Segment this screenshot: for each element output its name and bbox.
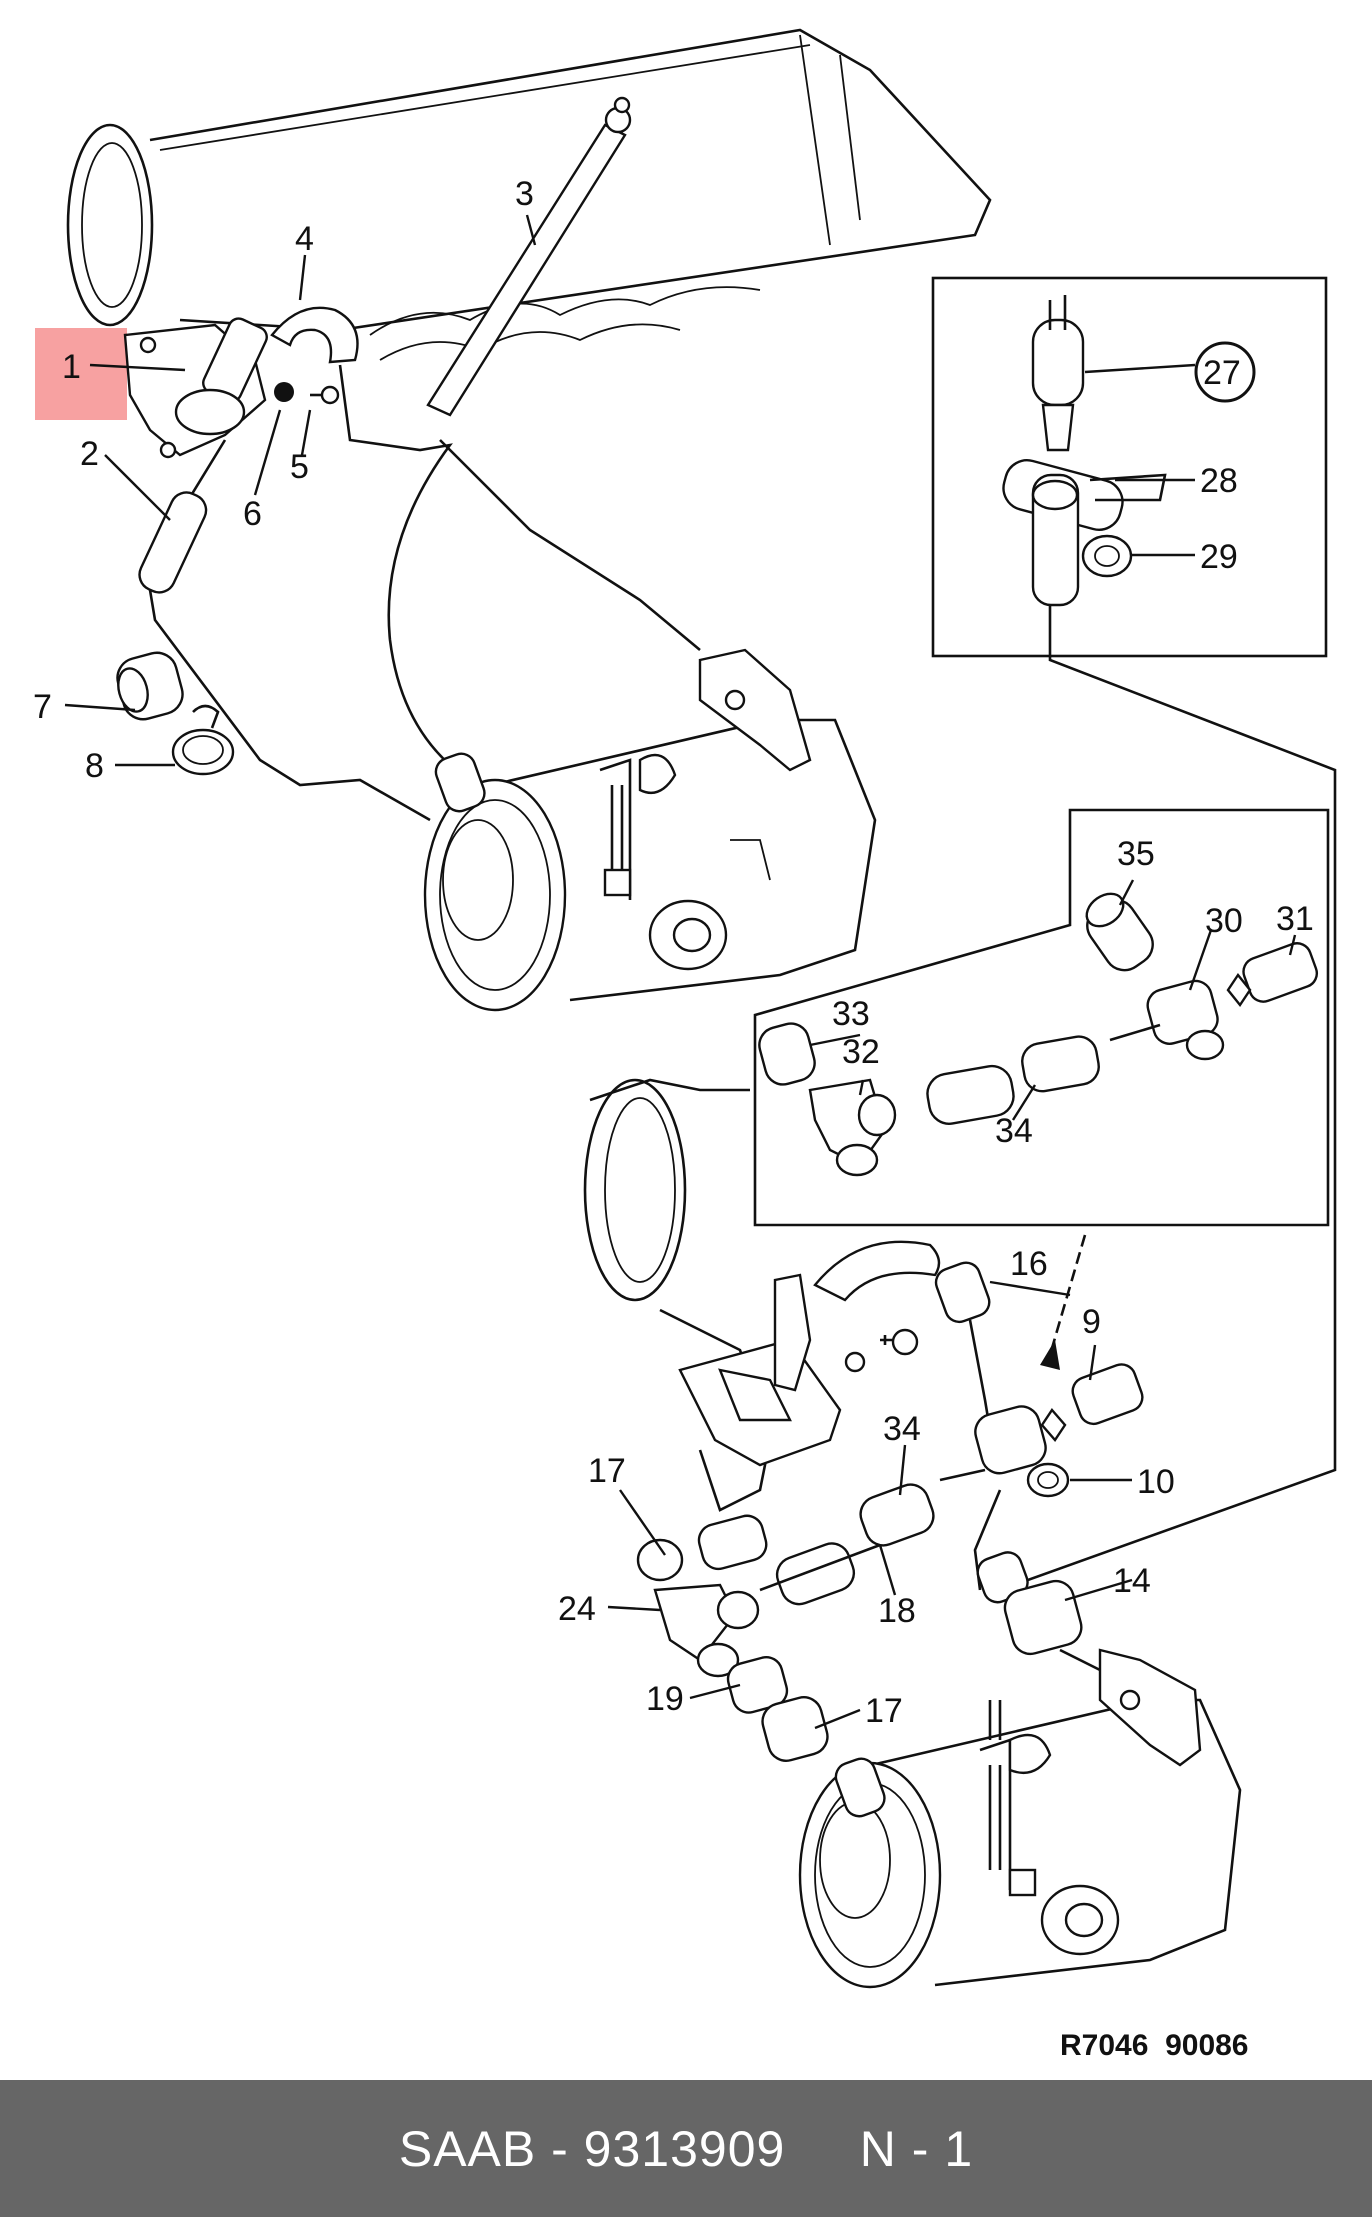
callout-4: 4 bbox=[295, 220, 314, 258]
callout-1-highlight bbox=[35, 328, 127, 420]
callout-33: 33 bbox=[832, 995, 870, 1033]
part-6-nut bbox=[274, 382, 294, 402]
part-5-screw bbox=[310, 385, 340, 405]
callout-8: 8 bbox=[85, 747, 104, 785]
callout-9: 9 bbox=[1082, 1303, 1101, 1341]
inset-sensor-detail bbox=[931, 276, 1337, 1592]
callout-19: 19 bbox=[646, 1680, 684, 1718]
drawing-reference-code: R7046 90086 bbox=[1060, 2029, 1249, 2062]
inset-fitting-detail bbox=[753, 808, 1330, 1227]
lower-compressor bbox=[798, 1648, 1242, 1989]
upper-hose-long bbox=[338, 364, 453, 766]
footer-bar: SAAB - 9313909 N - 1 bbox=[0, 2080, 1372, 2217]
callout-24: 24 bbox=[558, 1590, 596, 1628]
upper-compressor bbox=[423, 648, 877, 1012]
callout-17-lower: 17 bbox=[865, 1692, 903, 1730]
callout-17-upper: 17 bbox=[588, 1452, 626, 1490]
callout-5: 5 bbox=[290, 448, 309, 486]
part-2-hose bbox=[138, 439, 431, 822]
callout-16: 16 bbox=[1010, 1245, 1048, 1283]
callout-labels: 1 2 3 4 5 6 7 8 27 28 29 35 30 31 33 32 … bbox=[33, 175, 1314, 2062]
callout-1: 1 bbox=[62, 348, 81, 386]
callout-7: 7 bbox=[33, 688, 52, 726]
callout-2: 2 bbox=[80, 435, 99, 473]
callout-14: 14 bbox=[1113, 1562, 1151, 1600]
leader-lines bbox=[64, 214, 1297, 1730]
lower-hose-assembly bbox=[636, 1240, 1144, 1762]
footer-part-number: SAAB - 9313909 N - 1 bbox=[398, 2120, 974, 2177]
upper-hose-right bbox=[439, 439, 701, 651]
callout-28: 28 bbox=[1200, 462, 1238, 500]
part-8-clamp bbox=[171, 704, 235, 776]
callout-34-inset: 34 bbox=[995, 1112, 1033, 1150]
callout-27: 27 bbox=[1203, 354, 1241, 392]
callout-27-circle bbox=[1194, 341, 1256, 403]
callout-30: 30 bbox=[1205, 902, 1243, 940]
parts-diagram: 1 2 3 4 5 6 7 8 27 28 29 35 30 31 33 32 … bbox=[33, 28, 1337, 2062]
callout-31: 31 bbox=[1276, 900, 1314, 938]
callout-10: 10 bbox=[1137, 1463, 1175, 1501]
callout-3: 3 bbox=[515, 175, 534, 213]
callout-18: 18 bbox=[878, 1592, 916, 1630]
part-3-rod bbox=[426, 96, 632, 417]
callout-35: 35 bbox=[1117, 835, 1155, 873]
part-7-sleeve bbox=[116, 651, 184, 721]
callout-32: 32 bbox=[842, 1033, 880, 1071]
callout-34: 34 bbox=[883, 1410, 921, 1448]
callout-6: 6 bbox=[243, 495, 262, 533]
lower-bracket bbox=[678, 1273, 842, 1467]
callout-29: 29 bbox=[1200, 538, 1238, 576]
part-4-elbow bbox=[270, 306, 359, 364]
part-1-sensor bbox=[123, 317, 268, 459]
